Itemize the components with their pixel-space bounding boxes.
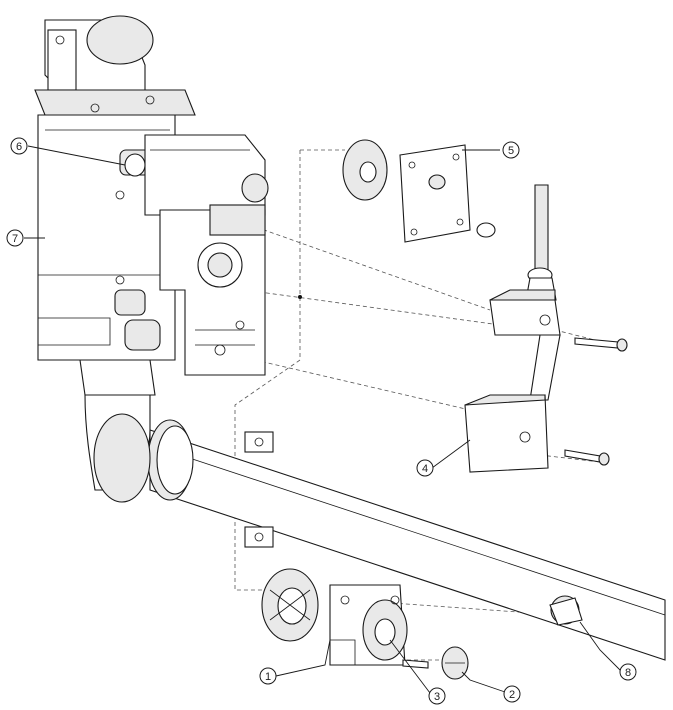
bottom-fitting-assembly <box>261 568 583 680</box>
leader-lines <box>24 145 623 694</box>
callout-7: 7 <box>6 229 24 247</box>
callout-6: 6 <box>10 137 28 155</box>
callout-2-label: 2 <box>509 689 515 701</box>
alignment-dot <box>298 295 302 299</box>
callout-4: 4 <box>416 459 434 477</box>
callout-2: 2 <box>503 685 521 703</box>
callout-1: 1 <box>259 667 277 685</box>
bracket-assembly <box>464 184 628 473</box>
callout-8-label: 8 <box>625 667 631 679</box>
pipe <box>84 394 666 661</box>
callout-5-label: 5 <box>508 145 514 157</box>
callout-4-label: 4 <box>422 463 428 475</box>
callout-3: 3 <box>428 687 446 705</box>
callout-5: 5 <box>502 141 520 159</box>
gas-valve-body <box>34 15 196 396</box>
callout-3-label: 3 <box>434 691 440 703</box>
solenoid-actuator <box>124 134 269 376</box>
callout-8: 8 <box>619 663 637 681</box>
callout-1-label: 1 <box>265 671 271 683</box>
mounting-plate-assembly <box>342 139 496 243</box>
callout-7-label: 7 <box>12 233 18 245</box>
callout-6-label: 6 <box>16 141 22 153</box>
